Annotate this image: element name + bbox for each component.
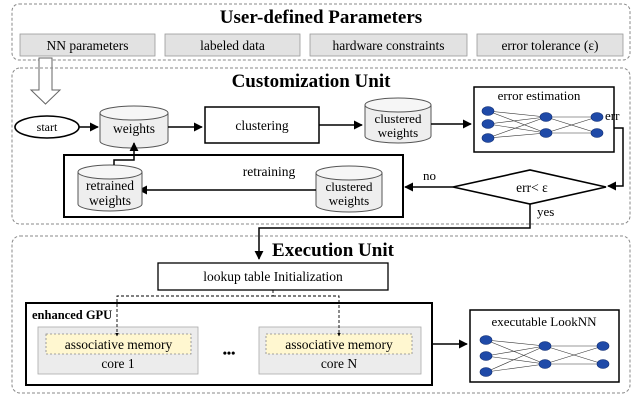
yes-label: yes <box>537 204 554 219</box>
hollow-arrow <box>29 57 62 105</box>
param-label: NN parameters <box>46 38 128 53</box>
core-1-memory-label: associative memory <box>65 337 173 352</box>
clustering-box: clustering <box>204 106 320 144</box>
no-label: no <box>423 168 436 183</box>
param-nn-parameters: NN parameters <box>19 33 156 57</box>
core-n: associative memory core N <box>258 326 422 375</box>
retraining-box: retraining clustered weights retrained w… <box>63 154 404 218</box>
decision-label: err< ε <box>516 180 548 195</box>
core-n-memory-label: associative memory <box>285 337 393 352</box>
clustered-weights-2-label-1: clustered <box>326 179 373 194</box>
lookup-init-label: lookup table Initialization <box>203 269 343 284</box>
clustered-weights-cylinder-2: clustered weights <box>315 165 383 213</box>
customization-title: Customization Unit <box>232 71 392 92</box>
customization-section: Customization Unit start weights cluster… <box>11 67 631 260</box>
param-label: labeled data <box>200 38 265 53</box>
param-labeled-data: labeled data <box>164 33 301 57</box>
user-params-section: User-defined Parameters NN parameters la… <box>11 3 631 61</box>
enhanced-gpu-label: enhanced GPU <box>32 308 112 322</box>
weights-cylinder: weights <box>99 105 169 149</box>
start-node: start <box>14 115 80 139</box>
retrained-weights-label-1: retrained <box>86 178 134 193</box>
param-error-tolerance: error tolerance (ε) <box>476 33 624 57</box>
execution-section: Execution Unit lookup table Initializati… <box>11 235 631 394</box>
user-params-title: User-defined Parameters <box>220 7 422 28</box>
execution-title: Execution Unit <box>272 240 395 261</box>
enhanced-gpu-box: enhanced GPU associative memory core 1 •… <box>25 302 433 386</box>
clustered-weights-label-2: weights <box>378 125 418 140</box>
retrained-weights-cylinder: retrained weights <box>77 164 143 212</box>
param-label: error tolerance (ε) <box>501 38 598 53</box>
retrained-weights-label-2: weights <box>89 193 131 208</box>
clustered-weights-cylinder: clustered weights <box>364 97 432 144</box>
executable-looknn-box: executable LookNN <box>469 309 620 383</box>
lookup-init-box: lookup table Initialization <box>157 262 389 291</box>
start-label: start <box>37 120 58 134</box>
clustered-weights-label-1: clustered <box>375 111 422 126</box>
nn-nodes <box>481 106 604 143</box>
core-n-label: core N <box>321 356 358 371</box>
core-1: associative memory core 1 <box>37 326 199 375</box>
error-estimation-box: error estimation <box>473 86 615 153</box>
param-hardware-constraints: hardware constraints <box>309 33 468 57</box>
weights-label: weights <box>113 121 155 136</box>
nn-graphic-exec <box>485 339 604 373</box>
nn-nodes-exec <box>479 335 610 377</box>
retraining-label: retraining <box>243 164 296 179</box>
executable-looknn-label: executable LookNN <box>491 314 597 329</box>
err-label: err <box>605 108 620 123</box>
clustered-weights-2-label-2: weights <box>329 193 369 208</box>
ellipsis-dots: ••• <box>223 346 236 360</box>
param-label: hardware constraints <box>332 38 444 53</box>
nn-graphic <box>487 110 598 139</box>
clustering-label: clustering <box>235 118 288 133</box>
decision-diamond: err< ε <box>452 169 607 205</box>
error-estimation-label: error estimation <box>498 88 581 103</box>
core-1-label: core 1 <box>101 356 134 371</box>
